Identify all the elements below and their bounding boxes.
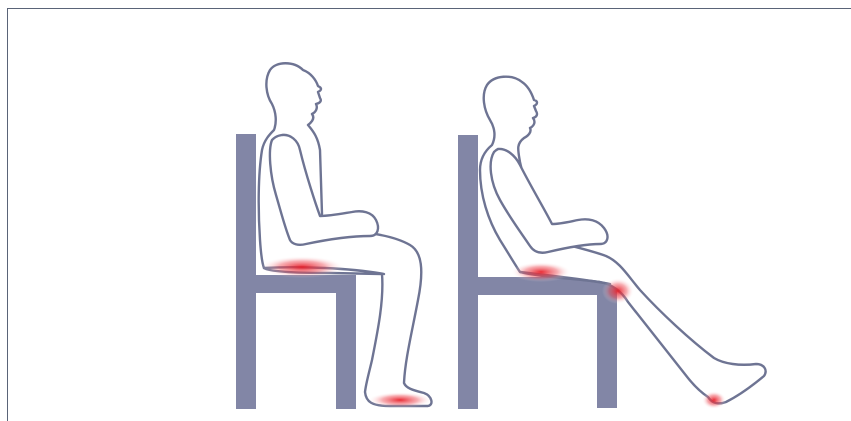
pressure-reclined-heel (702, 391, 726, 409)
pressure-upright-heel (368, 392, 432, 408)
chair-reclined-backrest (458, 135, 478, 409)
chair-upright-backrest (236, 134, 256, 409)
figure-reclined-body-outline (480, 77, 766, 404)
figure-reclined (480, 77, 766, 404)
chair-upright-front-leg (336, 275, 356, 409)
figure-upright-arm (270, 135, 378, 245)
pressure-reclined-thigh (602, 278, 634, 304)
pressure-reclined-buttocks (511, 262, 571, 282)
pressure-upright-buttocks (260, 256, 344, 278)
